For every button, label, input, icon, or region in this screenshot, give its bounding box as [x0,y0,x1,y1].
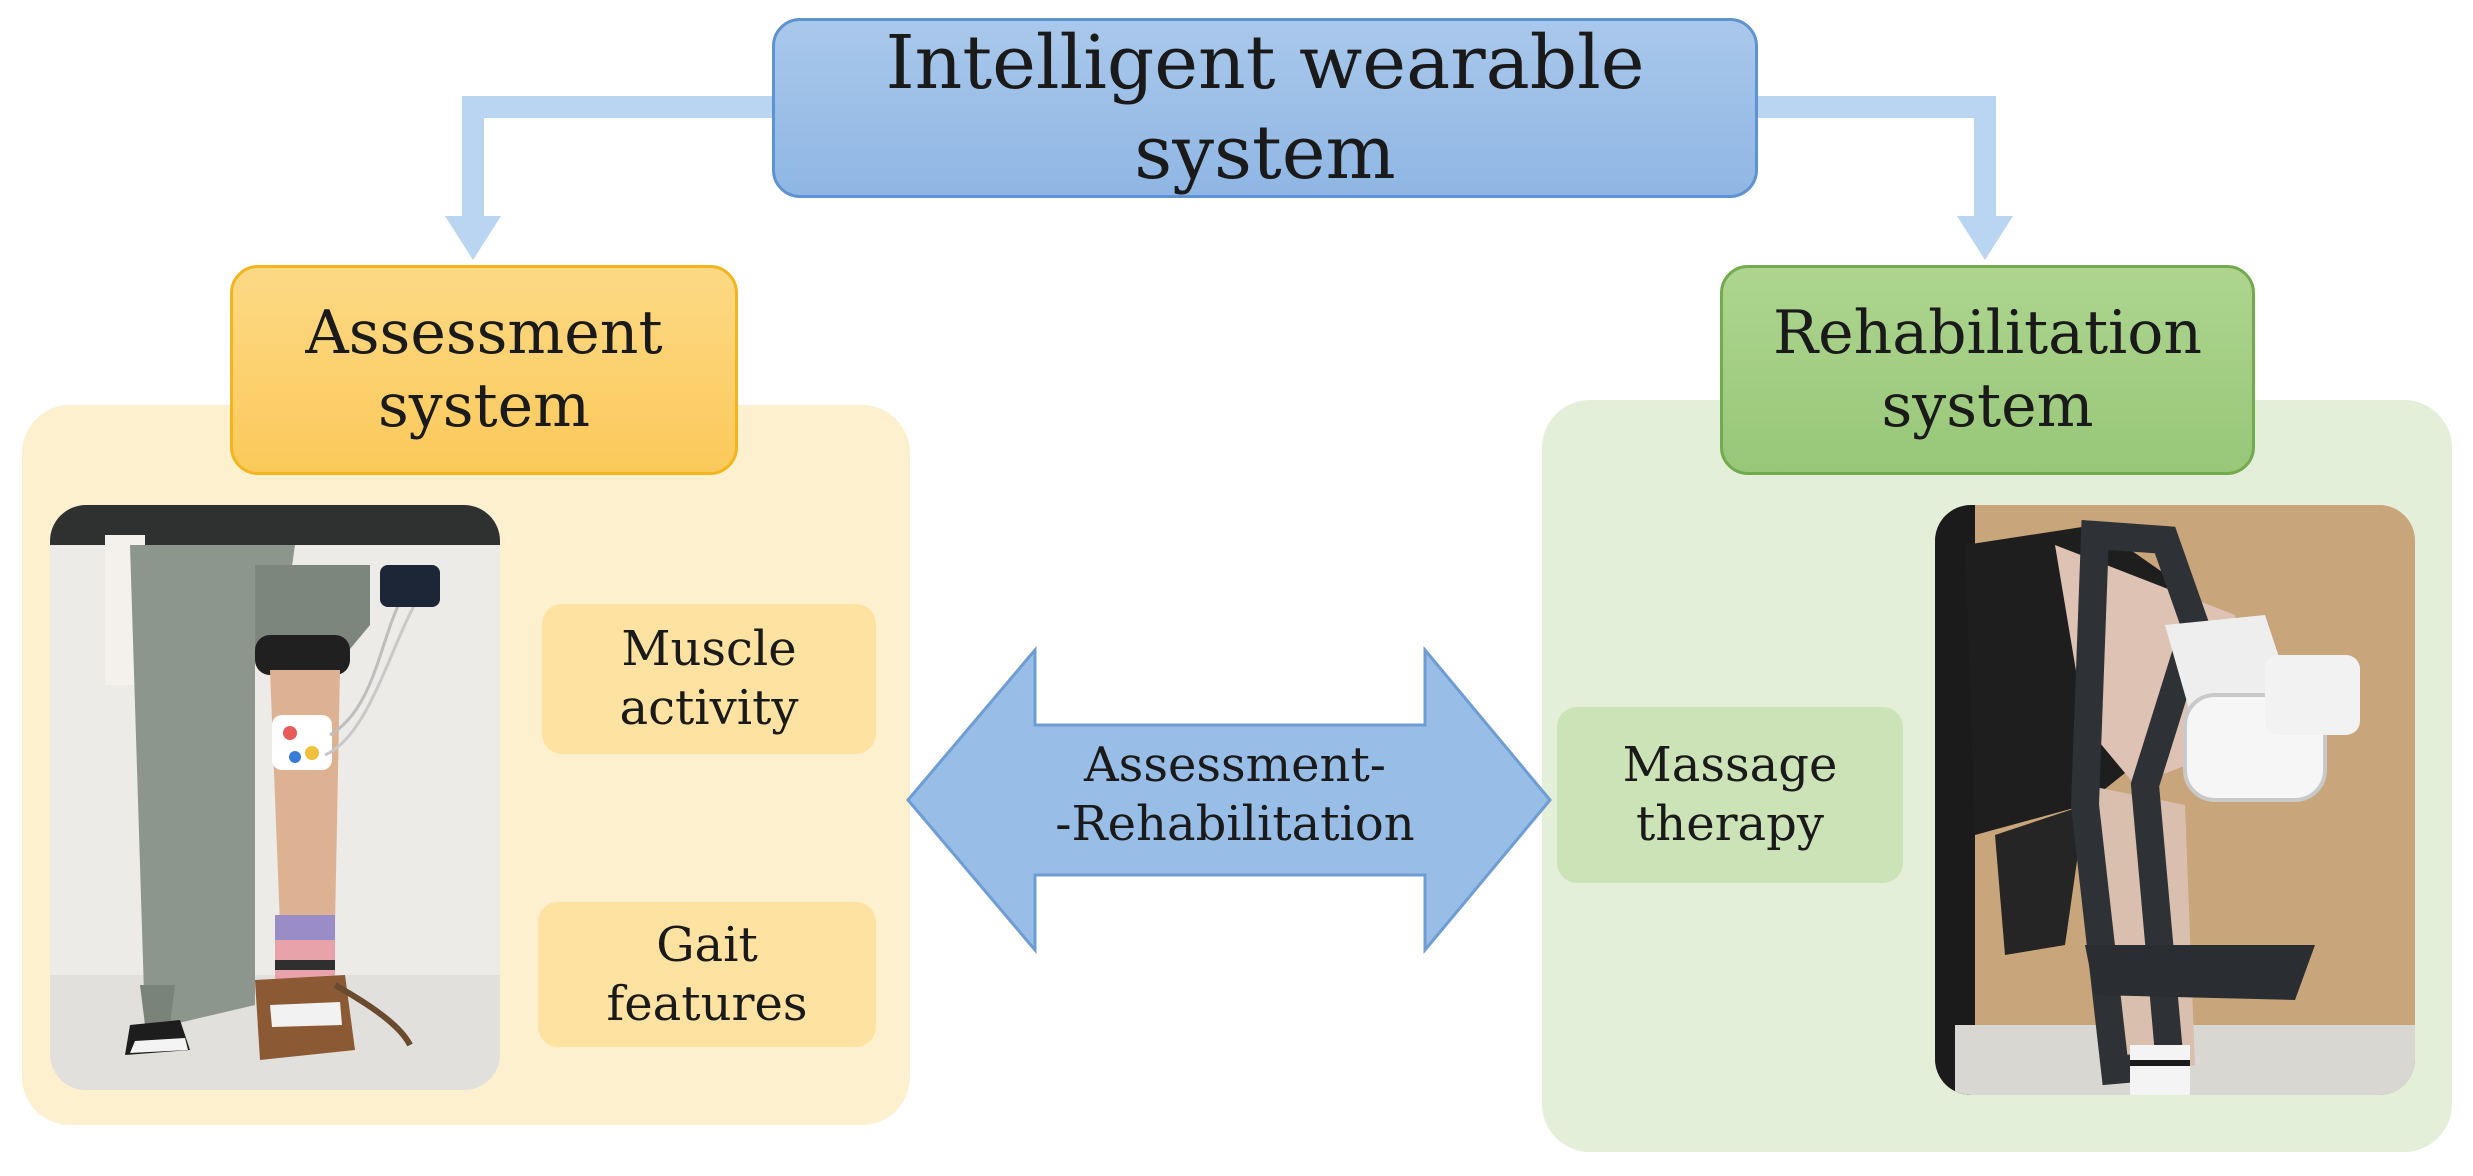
muscle-activity-line1: Muscle [621,621,797,678]
arrow-to-rehabilitation [1756,96,2013,260]
gait-features-line2: features [606,975,808,1032]
assessment-rehabilitation-double-arrow [906,645,1552,955]
muscle-activity-box: Muscle activity [542,604,876,754]
arrow-to-assessment [445,96,774,260]
assessment-photo-drawing [50,505,500,1090]
assessment-rehabilitation-label: Assessment- -Rehabilitation [1000,725,1470,865]
assessment-photo [50,505,500,1090]
assessment-system-header: Assessment system [230,265,738,475]
rehabilitation-header-line1: Rehabilitation [1772,297,2203,368]
gait-features-line1: Gait [656,916,758,973]
gait-features-box: Gait features [538,902,876,1047]
massage-therapy-line2: therapy [1635,796,1824,852]
rehabilitation-system-header: Rehabilitation system [1720,265,2255,475]
top-title: Intelligent wearable system [885,19,1645,196]
rehabilitation-photo-drawing [1935,505,2415,1095]
intelligent-wearable-system-box: Intelligent wearable system [772,18,1758,198]
link-line2: -Rehabilitation [1055,796,1415,852]
massage-therapy-line1: Massage [1622,737,1838,794]
rehabilitation-header-line2: system [1881,371,2094,441]
rehabilitation-photo [1935,505,2415,1095]
massage-therapy-box: Massage therapy [1557,707,1903,883]
assessment-header-line2: system [378,371,590,441]
assessment-header-line1: Assessment [305,297,663,368]
muscle-activity-line2: activity [619,680,799,736]
link-line1: Assessment- [1084,737,1386,794]
